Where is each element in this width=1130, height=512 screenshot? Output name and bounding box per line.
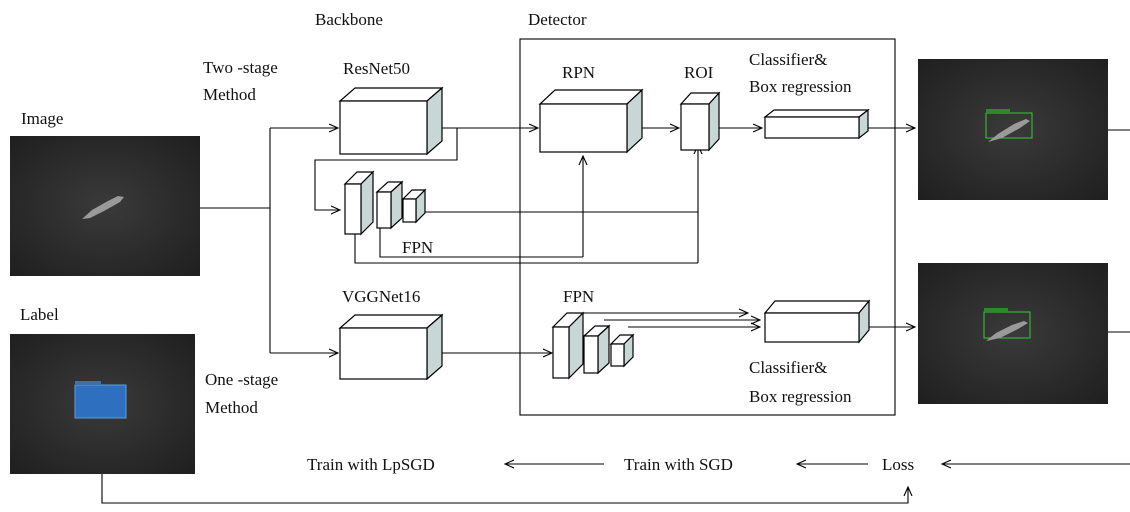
vggnet-block [338,313,444,381]
classifier-bottom-label-line1: Classifier& [749,358,827,377]
fpn-to-rpn-line [379,228,583,258]
classifier-top-label-line1: Classifier& [749,50,827,69]
fpn-backbone-label: FPN [402,238,433,257]
one-stage-label-line1: One -stage [205,370,278,389]
output-image-top [918,59,1108,200]
resnet-block [338,86,444,156]
label-image [10,334,195,474]
roi-block [679,91,721,152]
fpn-detector-block [551,311,635,380]
arrow-label-to-loss [101,474,908,504]
roi-label: ROI [684,63,714,82]
classifier-top-block [763,108,870,140]
two-stage-label-line2: Method [203,85,256,104]
input-image [10,136,200,276]
fpn-backbone-block [343,170,427,236]
one-stage-label-line2: Method [205,398,258,417]
classifier-bottom-label-line2: Box regression [749,387,852,406]
vggnet-label: VGGNet16 [342,287,420,306]
detector-heading: Detector [528,10,587,29]
loss-text: Loss [882,455,914,474]
backbone-heading: Backbone [315,10,383,29]
train-lpsgd-text: Train with LpSGD [307,455,435,474]
resnet-to-fpn-line [314,128,458,210]
image-label: Image [21,109,63,128]
two-stage-label-line1: Two -stage [203,58,278,77]
resnet-label: ResNet50 [343,59,410,78]
classifier-bottom-block [763,299,871,344]
detector-frame [519,38,896,416]
fpn-to-roi-line-2 [354,234,698,264]
train-sgd-text: Train with SGD [624,455,733,474]
fpn-detector-label: FPN [563,287,594,306]
rpn-label: RPN [562,63,595,82]
rpn-block [538,88,644,154]
output-image-bottom [918,263,1108,404]
classifier-top-label-line2: Box regression [749,77,852,96]
label-label: Label [20,305,59,324]
